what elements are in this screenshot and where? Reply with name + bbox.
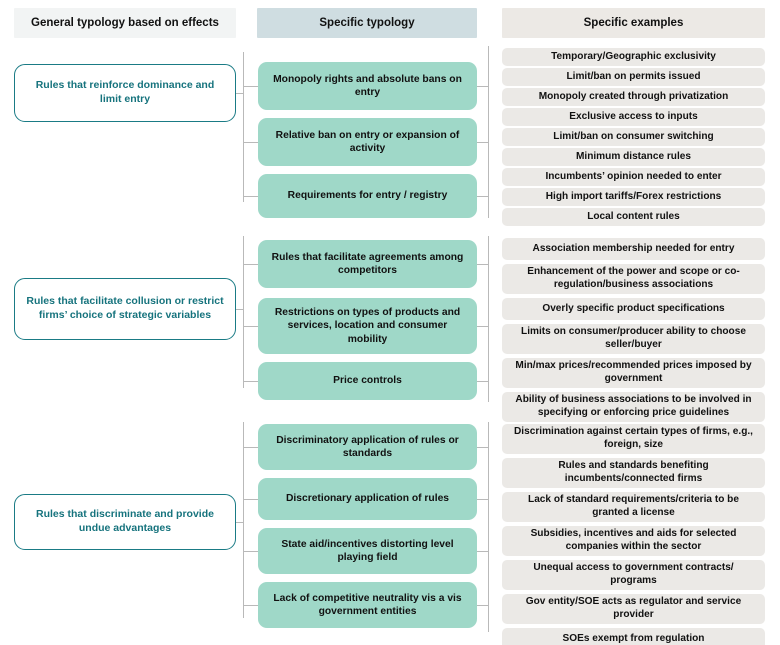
specific-example-box: Monopoly created through privatization bbox=[502, 88, 765, 106]
specific-typology-box: Price controls bbox=[258, 362, 477, 400]
connector-vline-left bbox=[243, 52, 245, 202]
specific-typology-box: State aid/incentives distorting level pl… bbox=[258, 528, 477, 574]
connector-stub-to-examples bbox=[477, 196, 489, 198]
connector-stub-to-specific bbox=[244, 196, 258, 198]
connector-hline-left bbox=[236, 522, 244, 524]
connector-hline-left bbox=[236, 309, 244, 311]
specific-example-box: Gov entity/SOE acts as regulator and ser… bbox=[502, 594, 765, 624]
typology-group: Rules that facilitate collusion or restr… bbox=[0, 236, 780, 422]
specific-typology-box: Lack of competitive neutrality vis a vis… bbox=[258, 582, 477, 628]
column-header-specific-typology: Specific typology bbox=[257, 8, 477, 38]
connector-vline-left bbox=[243, 236, 245, 388]
general-typology-box: Rules that facilitate collusion or restr… bbox=[14, 278, 236, 340]
specific-example-box: Min/max prices/recommended prices impose… bbox=[502, 358, 765, 388]
connector-stub-to-specific bbox=[244, 86, 258, 88]
specific-example-box: SOEs exempt from regulation bbox=[502, 628, 765, 645]
connector-stub-to-examples bbox=[477, 381, 489, 383]
connector-stub-to-specific bbox=[244, 381, 258, 383]
specific-example-box: Subsidies, incentives and aids for selec… bbox=[502, 526, 765, 556]
connector-stub-to-examples bbox=[477, 264, 489, 266]
connector-stub-to-examples bbox=[477, 447, 489, 449]
connector-stub-to-examples bbox=[477, 142, 489, 144]
specific-example-box: Limits on consumer/producer ability to c… bbox=[502, 324, 765, 354]
specific-example-box: Unequal access to government contracts/ … bbox=[502, 560, 765, 590]
specific-example-box: High import tariffs/Forex restrictions bbox=[502, 188, 765, 206]
connector-stub-to-examples bbox=[477, 326, 489, 328]
connector-stub-to-specific bbox=[244, 142, 258, 144]
specific-example-box: Enhancement of the power and scope or co… bbox=[502, 264, 765, 294]
specific-typology-box: Restrictions on types of products and se… bbox=[258, 298, 477, 354]
specific-example-box: Rules and standards benefiting incumbent… bbox=[502, 458, 765, 488]
specific-typology-box: Relative ban on entry or expansion of ac… bbox=[258, 118, 477, 166]
specific-example-box: Overly specific product specifications bbox=[502, 298, 765, 320]
specific-example-box: Local content rules bbox=[502, 208, 765, 226]
specific-example-box: Exclusive access to inputs bbox=[502, 108, 765, 126]
connector-vline-right bbox=[488, 236, 490, 402]
connector-stub-to-examples bbox=[477, 86, 489, 88]
specific-example-box: Ability of business associations to be i… bbox=[502, 392, 765, 422]
general-typology-box: Rules that reinforce dominance and limit… bbox=[14, 64, 236, 122]
specific-example-box: Minimum distance rules bbox=[502, 148, 765, 166]
specific-example-box: Association membership needed for entry bbox=[502, 238, 765, 260]
general-typology-box: Rules that discriminate and provide undu… bbox=[14, 494, 236, 550]
specific-example-box: Limit/ban on permits issued bbox=[502, 68, 765, 86]
connector-stub-to-examples bbox=[477, 605, 489, 607]
specific-typology-box: Requirements for entry / registry bbox=[258, 174, 477, 218]
column-header-general-typology: General typology based on effects bbox=[14, 8, 236, 38]
column-header-specific-examples: Specific examples bbox=[502, 8, 765, 38]
specific-example-box: Limit/ban on consumer switching bbox=[502, 128, 765, 146]
connector-stub-to-specific bbox=[244, 499, 258, 501]
connector-stub-to-specific bbox=[244, 605, 258, 607]
specific-typology-box: Discriminatory application of rules or s… bbox=[258, 424, 477, 470]
specific-example-box: Incumbents’ opinion needed to enter bbox=[502, 168, 765, 186]
typology-group: Rules that discriminate and provide undu… bbox=[0, 422, 780, 645]
connector-stub-to-specific bbox=[244, 447, 258, 449]
connector-vline-right bbox=[488, 422, 490, 632]
specific-typology-box: Rules that facilitate agreements among c… bbox=[258, 240, 477, 288]
connector-vline-left bbox=[243, 422, 245, 618]
specific-example-box: Lack of standard requirements/criteria t… bbox=[502, 492, 765, 522]
typology-group: Rules that reinforce dominance and limit… bbox=[0, 46, 780, 226]
connector-stub-to-examples bbox=[477, 499, 489, 501]
specific-example-box: Discrimination against certain types of … bbox=[502, 424, 765, 454]
connector-stub-to-examples bbox=[477, 551, 489, 553]
specific-example-box: Temporary/Geographic exclusivity bbox=[502, 48, 765, 66]
specific-typology-box: Discretionary application of rules bbox=[258, 478, 477, 520]
connector-stub-to-specific bbox=[244, 551, 258, 553]
connector-vline-right bbox=[488, 46, 490, 218]
specific-typology-box: Monopoly rights and absolute bans on ent… bbox=[258, 62, 477, 110]
connector-stub-to-specific bbox=[244, 326, 258, 328]
connector-stub-to-specific bbox=[244, 264, 258, 266]
connector-hline-left bbox=[236, 93, 244, 95]
